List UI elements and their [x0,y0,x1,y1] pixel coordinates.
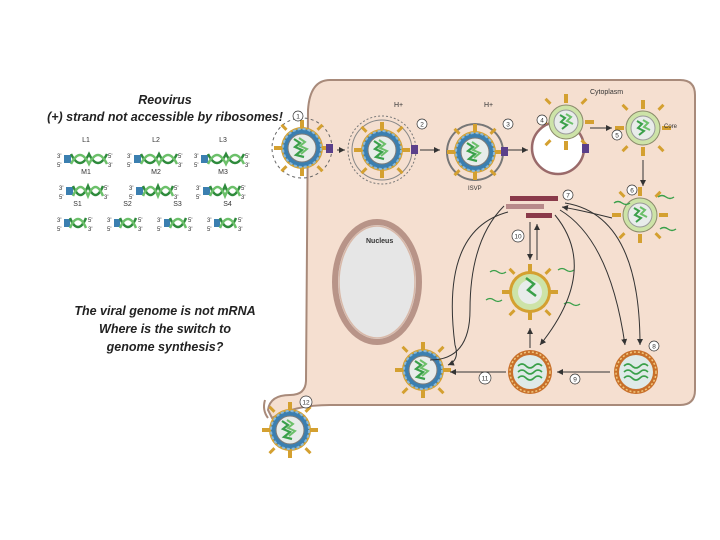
question-line-1: The viral genome is not mRNA [74,304,256,318]
question-block: The viral genome is not mRNA Where is th… [40,302,290,356]
isvp-label: ISVP [468,186,482,192]
segment-label: M1 [81,169,91,176]
proton-label-1: H+ [394,102,403,109]
step-number: 3 [506,122,510,129]
nucleus-label: Nucleus [366,238,393,245]
step7-viral-mrnas [506,196,558,218]
segment-s1: S1 [55,201,100,236]
step-number: 7 [566,193,570,200]
segment-label: S4 [223,201,232,208]
step10-assembling-particle [485,264,581,320]
segment-s3: S3 [155,201,200,236]
segment-m1: M1 [55,169,117,204]
step-number: 5 [615,133,619,140]
core-label: Core [664,124,678,130]
step9-replication-factory [507,349,553,395]
segment-m3: M3 [192,169,254,204]
step-number: 11 [482,376,489,383]
segment-l3: L3 [192,137,254,172]
segment-l2: L2 [125,137,187,172]
cytoplasm-label: Cytoplasm [590,89,623,96]
segment-label: S3 [173,201,182,208]
step-number: 4 [540,118,544,125]
step6-transcribing-core [612,187,677,243]
question-line-3: genome synthesis? [106,340,224,354]
segment-m2: M2 [125,169,187,204]
segment-s2: S2 [105,201,150,236]
segment-l1: L1 [55,137,117,172]
question-line-2: Where is the switch to [99,322,231,336]
segment-label: S2 [123,201,132,208]
nucleus [332,219,422,345]
step-number: 10 [514,234,522,241]
segment-label: M3 [218,169,228,176]
title-block: Reovirus (+) strand not accessible by ri… [40,92,290,126]
segment-label: L2 [152,137,160,144]
step2-endosome-virion [347,115,418,185]
step-number: 2 [420,122,424,129]
step-number: 8 [652,344,656,351]
step-number: 9 [573,377,577,384]
proton-label-2: H+ [484,102,493,109]
segment-s4: S4 [205,201,250,236]
step-number: 12 [302,400,310,407]
title-line-1: Reovirus [138,93,192,107]
segment-label: M2 [151,169,161,176]
step-number: 1 [296,114,300,121]
step-number: 6 [630,188,634,195]
segment-label: L3 [219,137,227,144]
step1-attaching-virion [271,117,333,179]
step4-membrane-penetration [530,94,594,176]
segment-label: S1 [73,201,82,208]
step8-replication-factory [613,349,659,395]
pathway-arrows [337,125,646,375]
step-markers: 1 2 3 4 5 6 7 8 9 10 11 12 [292,110,660,409]
step3-isvp [446,123,508,181]
title-line-2: (+) strand not accessible by ribosomes! [47,110,283,124]
segment-label: L1 [82,137,90,144]
